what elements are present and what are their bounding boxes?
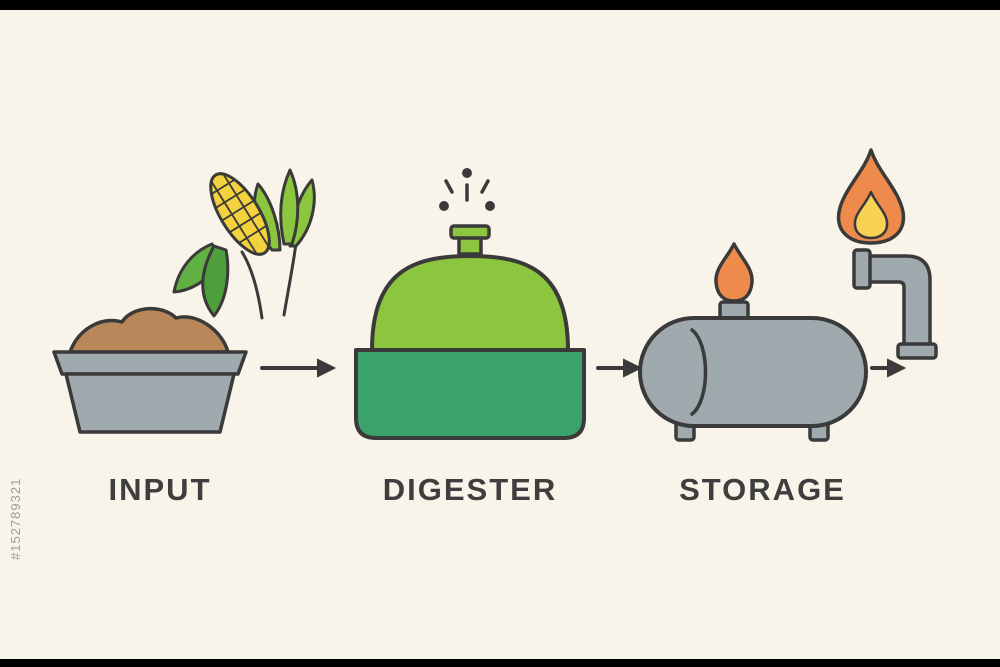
tank-endcap-line (690, 328, 708, 416)
pipe-elbow (866, 254, 932, 348)
digester-chimney-cap (449, 224, 491, 240)
stage-label-digester: DIGESTER (382, 472, 558, 507)
top-border-bar (0, 0, 1000, 10)
stage-label-input: INPUT (108, 472, 212, 507)
tank-body (638, 316, 868, 428)
pipe-flange-bottom (896, 342, 938, 360)
trough-body (64, 372, 236, 434)
flame-inner (853, 190, 889, 240)
stage-label-storage: STORAGE (679, 472, 846, 507)
digester-dome (370, 254, 570, 352)
flow-arrow-2 (596, 358, 643, 378)
digester-base (354, 348, 586, 440)
corn-cob (203, 170, 273, 258)
gas-pipe-icon (852, 248, 938, 360)
storage-tank-icon (638, 242, 868, 442)
corn-stem (240, 250, 264, 320)
trough-rim (52, 350, 248, 376)
input-trough-icon (52, 306, 248, 434)
flow-arrow-3 (870, 358, 907, 378)
pipe-flange-top (852, 248, 872, 290)
flow-arrow-1 (260, 358, 337, 378)
digester-icon (354, 168, 586, 440)
small-flame-icon (714, 242, 754, 303)
corn-icon (172, 168, 316, 320)
feedstock-heap (68, 306, 230, 354)
burner-flame-icon (836, 148, 906, 245)
bottom-border-bar (0, 659, 1000, 667)
steam-icon (439, 168, 495, 211)
